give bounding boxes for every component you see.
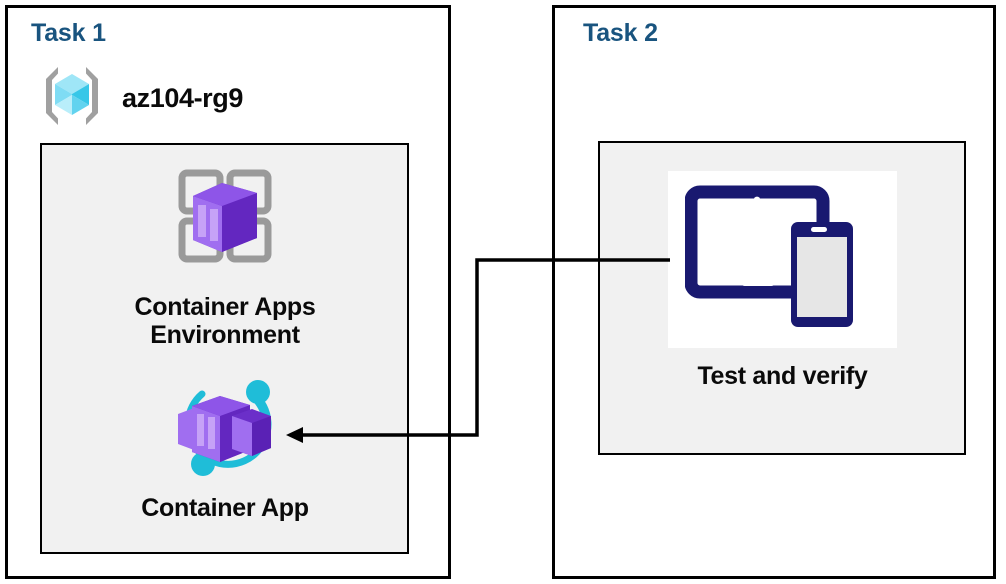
container-apps-environment-label: Container Apps Environment <box>134 293 316 350</box>
test-and-verify-label: Test and verify <box>697 362 868 390</box>
container-apps-environment-icon <box>165 160 285 285</box>
azure-resource-group-icon <box>36 60 108 137</box>
devices-icon-plate <box>668 171 897 348</box>
container-apps-environment-card: Container Apps Environment <box>65 160 385 350</box>
container-app-icon <box>158 372 293 485</box>
container-app-label: Container App <box>141 494 309 522</box>
resource-group-row: az104-rg9 <box>36 62 366 134</box>
test-and-verify-card: Test and verify <box>640 171 925 390</box>
task-2-heading: Task 2 <box>583 19 658 47</box>
resource-group-label: az104-rg9 <box>122 82 243 113</box>
task-1-heading: Task 1 <box>31 19 106 47</box>
container-app-card: Container App <box>65 372 385 522</box>
